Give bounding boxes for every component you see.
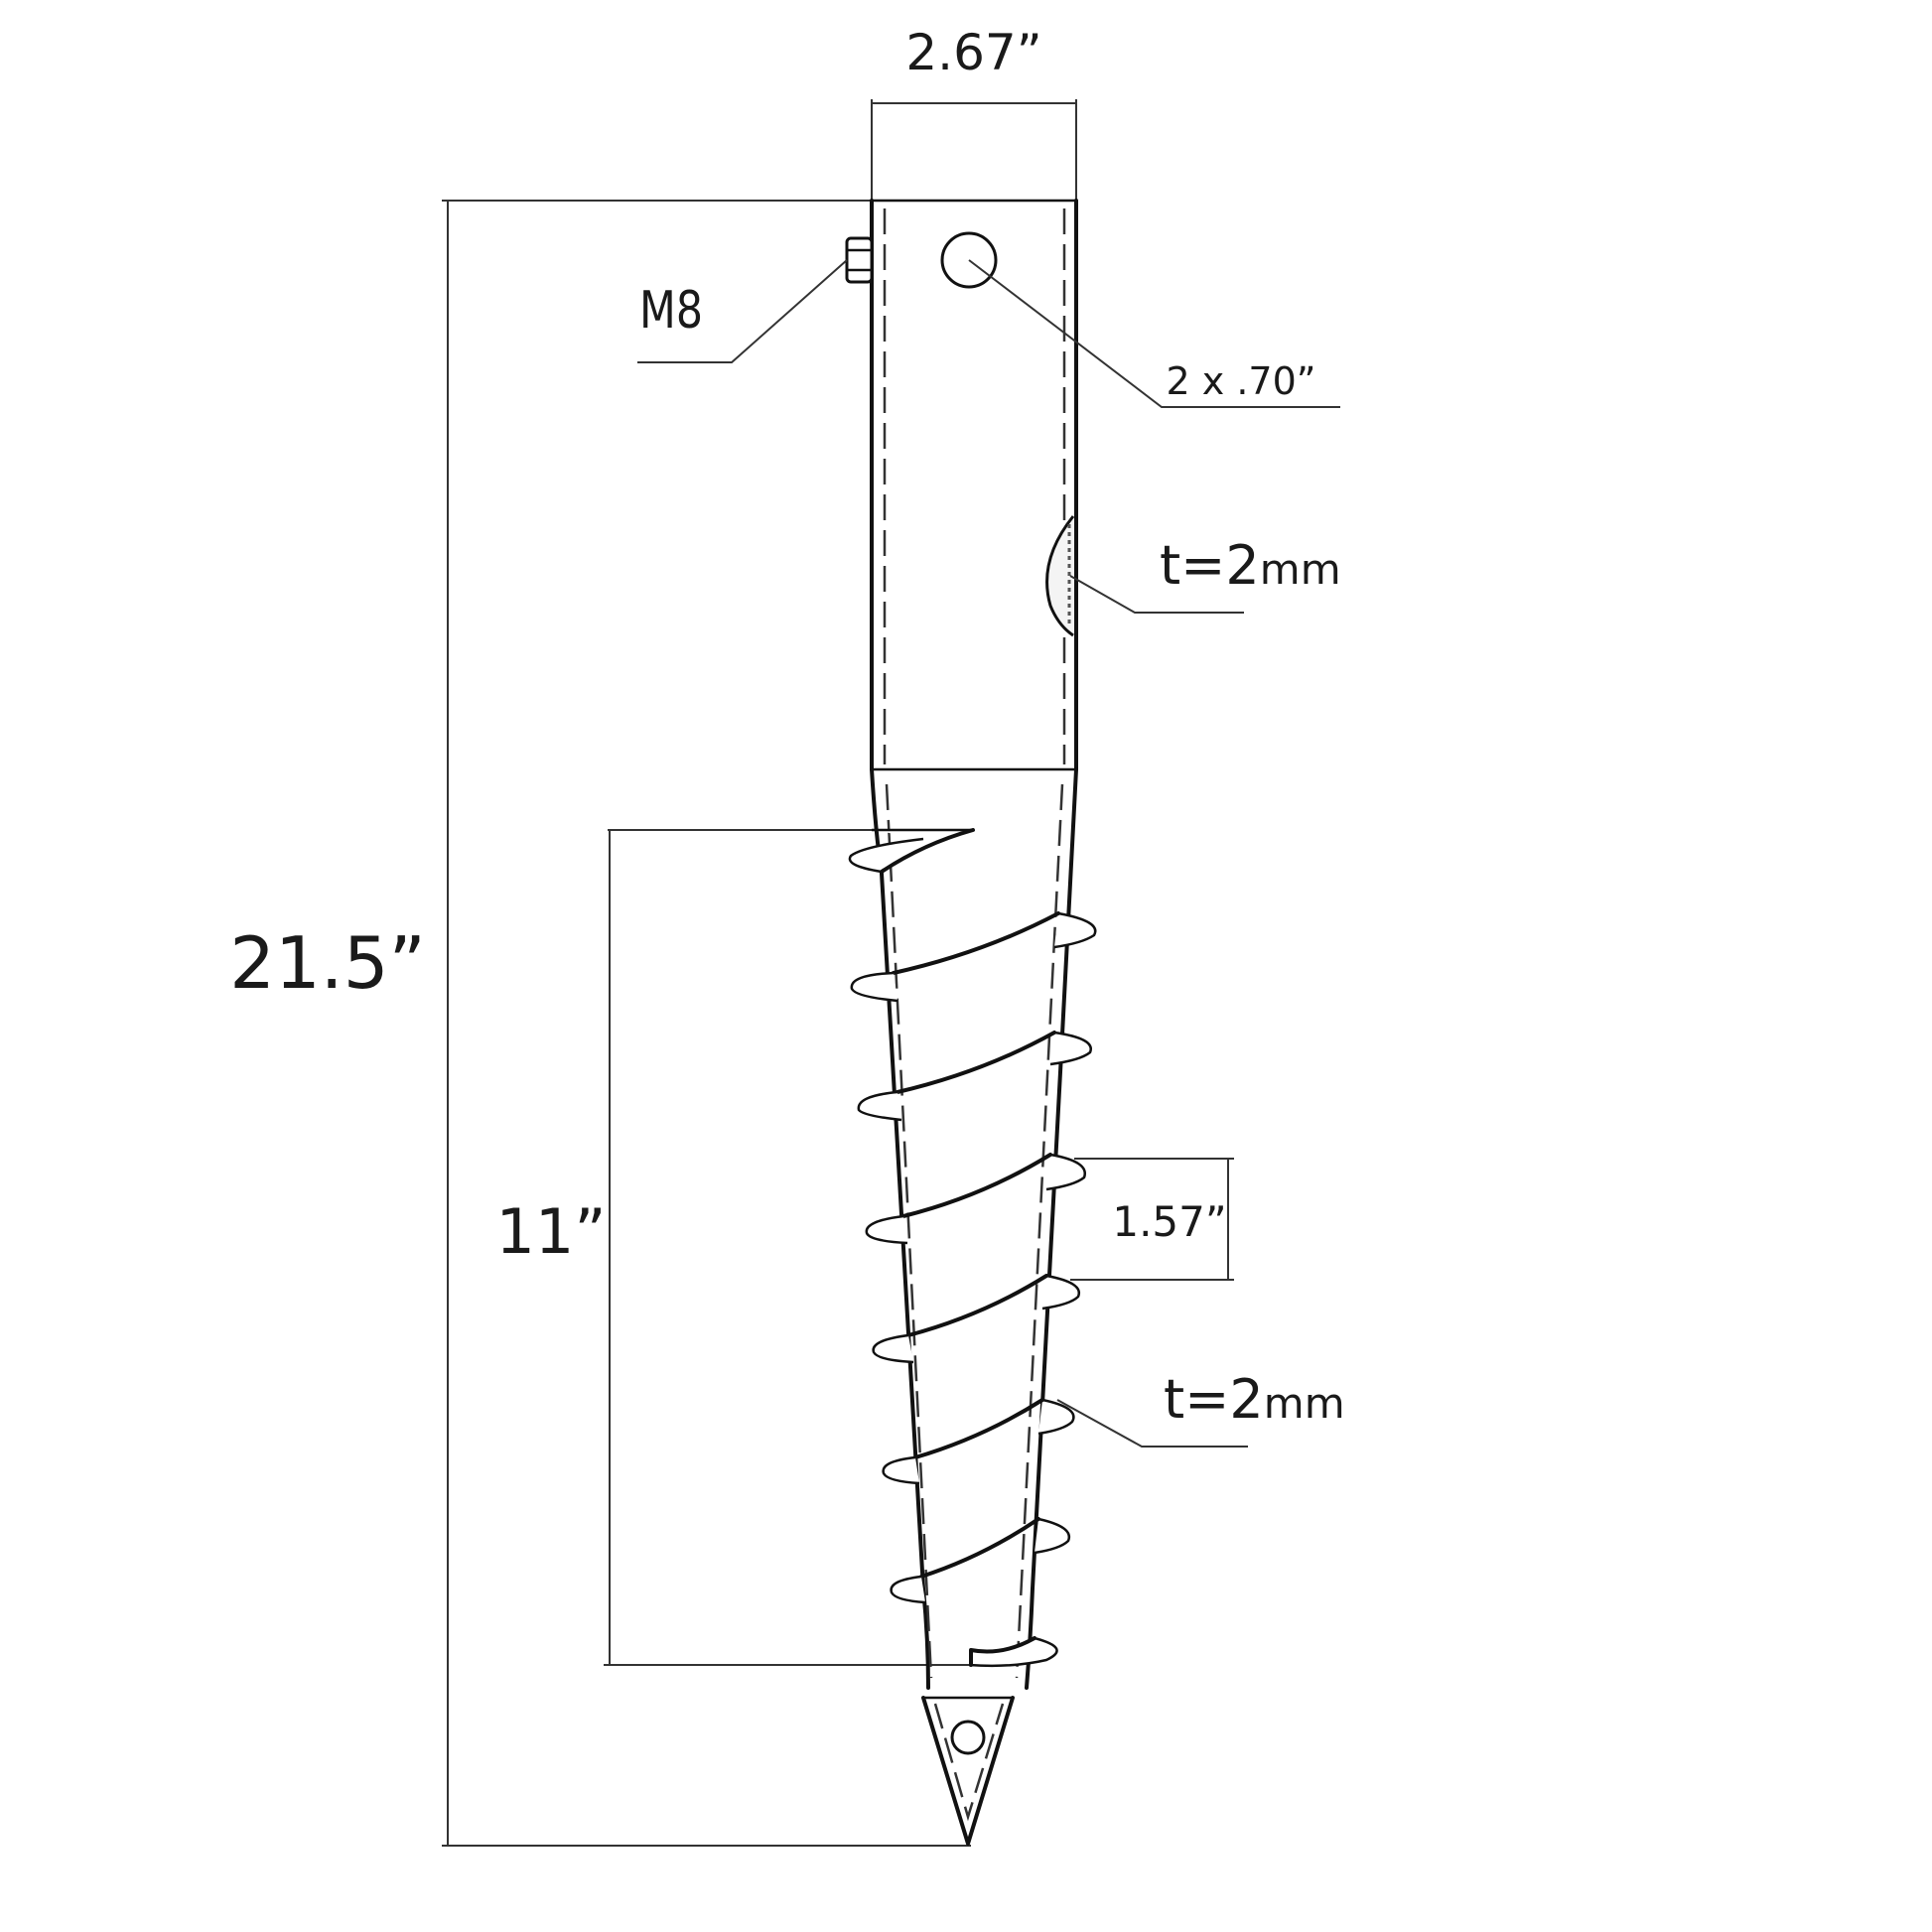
m8-nut-icon bbox=[845, 236, 874, 284]
bolt-hole-icon bbox=[940, 231, 998, 289]
tip bbox=[921, 1696, 1015, 1846]
width-label: 2.67” bbox=[905, 24, 1041, 81]
flight-thickness-callout: t=2mm bbox=[1056, 1368, 1345, 1448]
tip-hole-icon bbox=[950, 1720, 986, 1755]
total-length-dimension: 21.5” bbox=[229, 200, 971, 1847]
thread-length-label: 11” bbox=[495, 1195, 606, 1268]
tube-body bbox=[870, 199, 1078, 771]
wall-thickness-value: t=2 bbox=[1160, 534, 1260, 597]
wall-thickness-unit: mm bbox=[1260, 545, 1341, 594]
wall-thickness-callout: t=2mm bbox=[1069, 534, 1341, 614]
weld-seam-icon bbox=[1045, 515, 1075, 637]
flight-thickness-label: t=2mm bbox=[1164, 1368, 1345, 1431]
thread-flights bbox=[848, 828, 1097, 1668]
flight-thickness-value: t=2 bbox=[1164, 1368, 1264, 1431]
total-length-label: 21.5” bbox=[229, 921, 426, 1005]
pitch-label: 1.57” bbox=[1112, 1197, 1226, 1246]
holes-label: 2 x .70” bbox=[1167, 359, 1316, 403]
holes-callout: 2 x .70” bbox=[968, 259, 1340, 408]
pitch-dimension: 1.57” bbox=[1070, 1158, 1234, 1281]
bolt-label: M8 bbox=[639, 281, 703, 341]
bolt-callout: M8 bbox=[637, 259, 848, 363]
flight-thickness-unit: mm bbox=[1264, 1379, 1345, 1428]
wall-thickness-label: t=2mm bbox=[1160, 534, 1341, 597]
thread-length-dimension: 11” bbox=[495, 829, 969, 1666]
width-dimension: 2.67” bbox=[871, 24, 1077, 204]
